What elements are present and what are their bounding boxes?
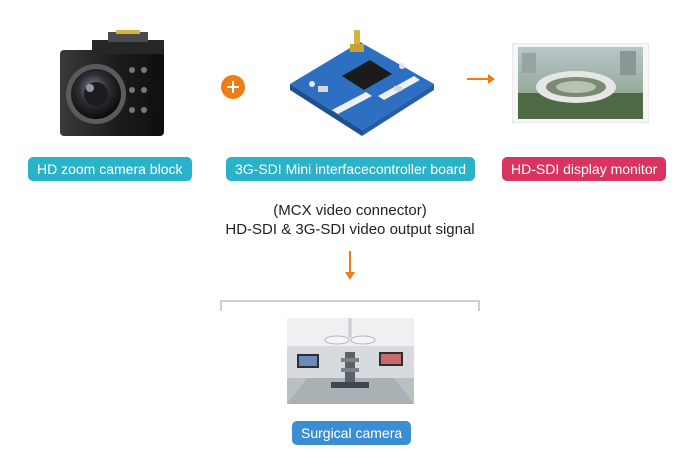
camera-block-image <box>50 30 170 140</box>
output-signal-text: HD-SDI & 3G-SDI video output signal <box>225 221 475 238</box>
arrow-down-icon <box>342 250 358 282</box>
camera-block-label: HD zoom camera block <box>28 157 192 181</box>
display-monitor-label: HD-SDI display monitor <box>502 157 667 181</box>
display-monitor-image <box>512 43 649 123</box>
bracket-line <box>220 300 480 312</box>
surgical-camera-label: Surgical camera <box>292 421 412 445</box>
connector-type-text: (MCX video connector) <box>273 202 427 219</box>
surgical-room-image <box>287 318 414 404</box>
plus-icon <box>220 74 246 100</box>
arrow-right-icon <box>466 72 496 86</box>
controller-board-label: 3G-SDI Mini interfacecontroller board <box>226 157 476 181</box>
controller-board-image <box>282 26 442 146</box>
